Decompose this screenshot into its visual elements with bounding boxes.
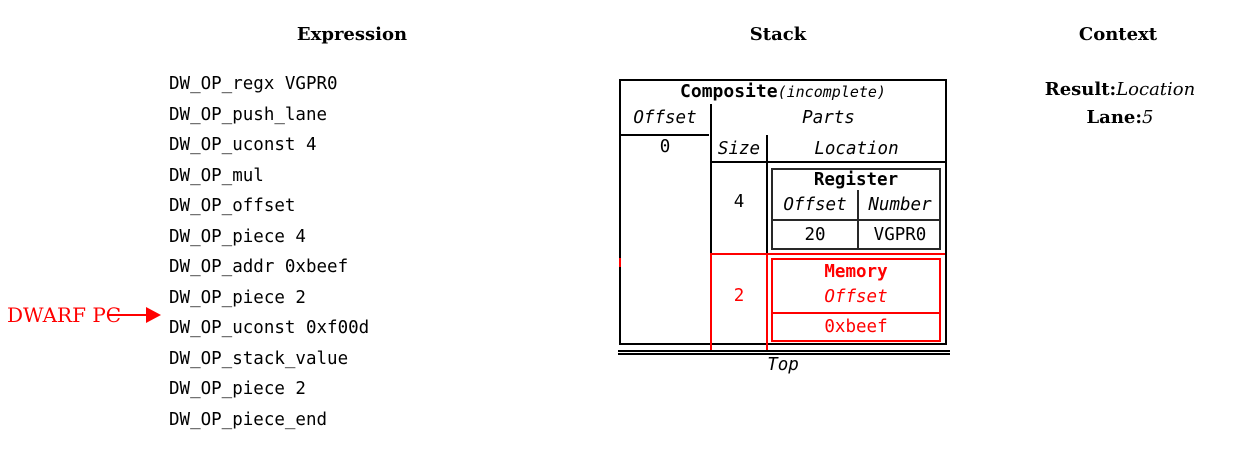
- memory-location-table: Memory Offset 0xbeef: [771, 258, 941, 342]
- offset-parts-divider-red: [710, 253, 712, 352]
- stack-header: Stack: [749, 24, 807, 45]
- register-offset-header: Offset: [783, 195, 847, 215]
- dwarf-pc-label: DWARF PC: [7, 303, 122, 327]
- register-number-value: VGPR0: [873, 225, 927, 245]
- dwarf-pc-arrow-line: [107, 314, 148, 316]
- result-value: Location: [1116, 79, 1196, 100]
- expression-item: DW_OP_piece_end: [169, 410, 328, 431]
- expression-item: DW_OP_mul: [169, 165, 264, 186]
- stack-top-rule-2: [618, 353, 950, 355]
- register-part-size: 4: [733, 192, 745, 212]
- memory-offset-value: 0xbeef: [824, 317, 888, 337]
- expression-item: DW_OP_regx VGPR0: [169, 74, 338, 94]
- expression-item: DW_OP_piece 4: [169, 226, 306, 247]
- expression-item: DW_OP_offset: [169, 196, 296, 217]
- composite-stack-entry: Composite(incomplete) Offset Parts 0 Siz…: [619, 79, 947, 352]
- expression-item: DW_OP_stack_value: [169, 348, 349, 369]
- memory-part-size: 2: [733, 286, 745, 306]
- expression-item: DW_OP_uconst 4: [169, 135, 317, 156]
- offset-header-underline: [621, 134, 709, 136]
- size-column-header: Size: [717, 139, 761, 159]
- composite-title: Composite: [680, 81, 778, 102]
- composite-qualifier: (incomplete): [777, 83, 886, 101]
- lane-label: Lane:: [1086, 107, 1143, 128]
- size-location-underline: [710, 161, 945, 163]
- parts-column-header: Parts: [802, 108, 855, 128]
- context-result-row: Result:Location: [1020, 79, 1220, 101]
- context-header: Context: [1078, 24, 1158, 45]
- memory-row-left-tick: [619, 258, 621, 267]
- expression-header: Expression: [296, 24, 408, 45]
- memory-value-topline: [773, 312, 939, 314]
- register-location-table: Register Offset Number 20 VGPR0: [771, 168, 941, 250]
- stack-top-rule-1: [618, 350, 950, 352]
- offset-column-header: Offset: [633, 108, 697, 128]
- context-lane-row: Lane:5: [1020, 107, 1220, 129]
- register-table-title: Register: [813, 170, 899, 190]
- memory-offset-header: Offset: [824, 287, 888, 307]
- memory-row-topline: [710, 253, 945, 255]
- lane-value: 5: [1142, 107, 1154, 128]
- register-values-topline: [773, 219, 939, 221]
- offset-parts-divider: [710, 104, 712, 253]
- dwarf-pc-arrow-icon: [146, 307, 161, 323]
- offset-value: 0: [659, 137, 671, 157]
- expression-list: DW_OP_regx VGPR0 DW_OP_push_lane DW_OP_u…: [169, 69, 369, 436]
- size-location-divider: [766, 135, 768, 253]
- expression-item: DW_OP_piece 2: [169, 287, 306, 308]
- register-number-header: Number: [868, 195, 932, 215]
- composite-title-row: Composite(incomplete): [621, 81, 945, 103]
- stack-top-label: Top: [767, 355, 799, 375]
- size-location-divider-red: [766, 253, 768, 352]
- location-column-header: Location: [814, 139, 899, 159]
- expression-item: DW_OP_piece 2: [169, 379, 306, 400]
- result-label: Result:: [1044, 79, 1117, 100]
- expression-item: DW_OP_push_lane: [169, 104, 328, 125]
- register-offset-value: 20: [804, 225, 826, 245]
- expression-item: DW_OP_uconst 0xf00d: [169, 318, 370, 339]
- expression-item: DW_OP_addr 0xbeef: [169, 257, 349, 278]
- memory-table-title: Memory: [824, 262, 888, 282]
